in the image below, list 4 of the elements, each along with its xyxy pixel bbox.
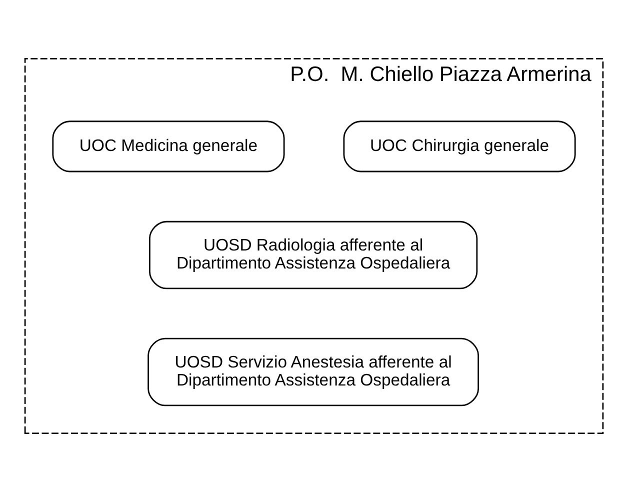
node-box: UOC Medicina generale <box>52 120 285 172</box>
node-box: UOC Chirurgia generale <box>343 120 576 172</box>
node-box: UOSD Radiologia afferente al Dipartimento Assistenza Ospedaliera <box>149 220 478 289</box>
node-box: UOSD Servizio Anestesia afferente al Dipartimento Assistenza Ospedaliera <box>148 337 479 406</box>
